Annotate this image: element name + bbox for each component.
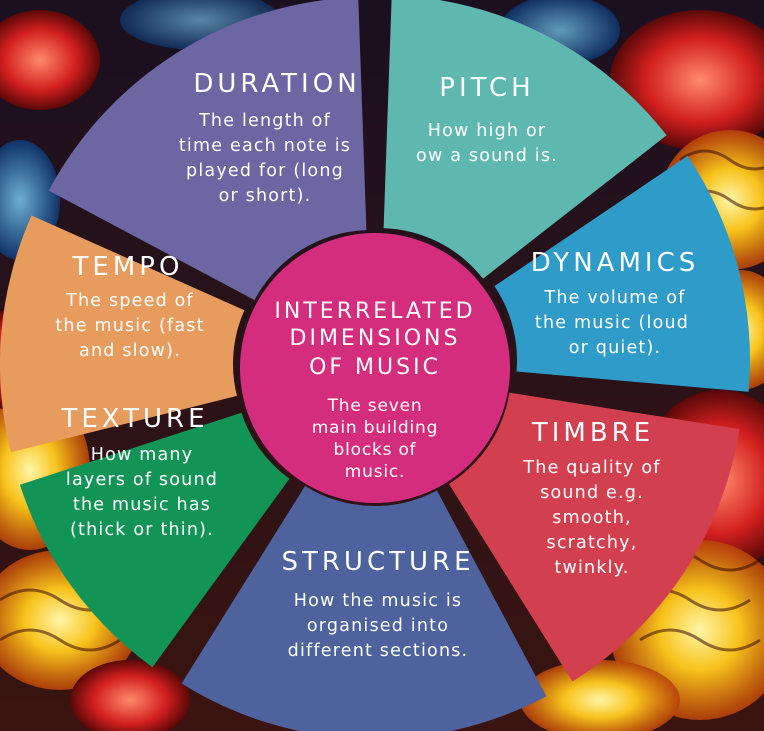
tempo-title: TEMPO <box>72 252 184 282</box>
texture-line: How many <box>91 445 194 465</box>
lantern-glow <box>520 660 680 731</box>
texture-line: the music has <box>73 495 211 515</box>
structure-title: STRUCTURE <box>281 547 474 577</box>
structure-line: different sections. <box>288 641 469 661</box>
structure-line: How the music is <box>294 591 463 611</box>
tempo-line: the music (fast <box>55 316 204 336</box>
timbre-line: scratchy, <box>547 533 638 553</box>
segment-texture <box>19 412 290 668</box>
segment-duration <box>48 0 367 301</box>
dynamics-line: the music (loud <box>535 313 689 333</box>
dynamics-line: or quiet). <box>569 338 662 358</box>
lantern-glow <box>0 10 100 110</box>
duration-title: DURATION <box>193 69 360 99</box>
timbre-line: The quality of <box>522 458 660 478</box>
center-text-line: The seven <box>327 396 423 416</box>
center-title-line: OF MUSIC <box>309 355 441 380</box>
center-circle <box>240 233 510 503</box>
center-text-line: main building <box>312 418 438 438</box>
duration-line: time each note is <box>179 136 351 156</box>
timbre-line: sound e.g. <box>540 483 644 503</box>
tempo-line: and slow). <box>79 341 181 361</box>
dynamics-line: The volume of <box>544 288 686 308</box>
center-title-line: INTERRELATED <box>274 299 475 324</box>
texture-line: (thick or thin). <box>70 520 214 540</box>
duration-line: or short). <box>219 186 312 206</box>
lantern-glow <box>70 660 190 731</box>
center-title-line: DIMENSIONS <box>290 326 461 351</box>
segment-tempo <box>0 215 245 453</box>
texture-line: layers of sound <box>66 470 218 490</box>
segment-structure <box>181 485 547 731</box>
pitch-line: How high or <box>428 121 547 141</box>
center-text-line: music. <box>345 462 405 482</box>
pitch-title: PITCH <box>439 73 534 103</box>
segment-pitch <box>383 0 667 279</box>
duration-line: played for (long <box>186 161 344 181</box>
pitch-line: ow a sound is. <box>416 146 558 166</box>
tempo-line: The speed of <box>65 291 194 311</box>
timbre-title: TIMBRE <box>531 418 654 448</box>
timbre-line: twinkly. <box>554 558 629 578</box>
structure-line: organised into <box>307 616 449 636</box>
texture-title: TEXTURE <box>60 404 208 434</box>
center-text-line: blocks of <box>334 440 417 460</box>
dynamics-title: DYNAMICS <box>531 248 699 278</box>
segment-timbre <box>448 392 740 682</box>
timbre-line: smooth, <box>552 508 632 528</box>
segment-dynamics <box>494 155 751 392</box>
duration-line: The length of <box>198 111 331 131</box>
